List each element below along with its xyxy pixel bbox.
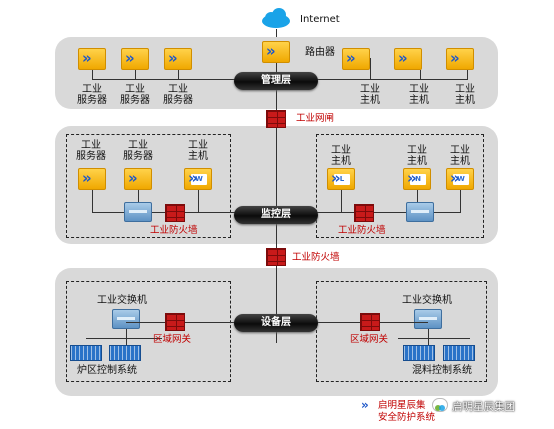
device-right-switch-icon	[414, 309, 442, 329]
device-left-hline	[126, 322, 277, 323]
monitor-host-icon-2: N	[403, 168, 431, 190]
monitor-host-icon-left: W	[184, 168, 212, 190]
device-left-zone	[66, 281, 231, 382]
monitor-host-icon-linux: L	[327, 168, 355, 190]
device-right-gateway-label: 区域网关	[350, 334, 389, 345]
mgmt-server-drop-1	[92, 70, 93, 80]
monitor-left-label-3: 工业 主机	[188, 140, 208, 162]
mixing-plc-icon-1	[403, 345, 435, 361]
mgmt-server-icon-3	[164, 48, 192, 70]
furnace-plc-icon-2	[109, 345, 141, 361]
mgmt-host-drop-3	[467, 70, 468, 80]
legend-arrow-icon: »	[361, 398, 369, 412]
monitor-right-zone	[316, 134, 484, 238]
legend-line-1: 启明星辰集	[378, 400, 426, 411]
monitor-right-link-2	[417, 190, 418, 202]
device-left-switch-icon	[112, 309, 140, 329]
mgmt-server-label-3: 工业 服务器	[163, 84, 193, 106]
industrial-gateway-icon	[266, 110, 286, 128]
mgmt-host-icon-2	[394, 48, 422, 70]
mixing-control-system-label: 混料控制系统	[412, 365, 472, 376]
mgmt-server-icon-1	[78, 48, 106, 70]
device-right-plc-hline	[398, 338, 470, 339]
furnace-control-system-label: 炉区控制系统	[77, 365, 137, 376]
mgmt-host-icon-1	[342, 48, 370, 70]
monitor-left-firewall-icon	[165, 204, 185, 222]
device-right-switch-label: 工业交换机	[402, 295, 452, 306]
mgmt-host-drop-1	[370, 58, 371, 80]
legend-line-2: 安全防护系统	[378, 412, 436, 423]
windows-badge-icon-2: W	[453, 174, 469, 185]
monitor-right-label-1: 工业 主机	[331, 145, 351, 167]
middle-firewall-label: 工业防火墙	[292, 252, 340, 263]
mgmt-host-drop-2	[420, 70, 421, 80]
mgmt-server-drop-3	[178, 70, 179, 80]
mixing-plc-icon-2	[443, 345, 475, 361]
device-left-plc-hline	[86, 338, 162, 339]
monitor-left-link-1	[92, 190, 93, 212]
monitor-left-firewall-label: 工业防火墙	[150, 225, 198, 236]
watermark-text: 启明星辰集团	[452, 401, 515, 413]
mgmt-server-label-1: 工业 服务器	[77, 84, 107, 106]
monitor-right-link-1	[341, 190, 342, 212]
windows-badge-icon: W	[191, 174, 207, 185]
monitor-left-label-2: 工业 服务器	[123, 140, 153, 162]
furnace-plc-icon-1	[70, 345, 102, 361]
internet-label: Internet	[300, 14, 340, 25]
app-badge-icon: N	[410, 174, 426, 185]
internet-link	[276, 29, 277, 43]
mgmt-host-label-2: 工业 主机	[409, 84, 429, 106]
monitor-right-firewall-icon	[354, 204, 374, 222]
monitor-right-link-3	[460, 190, 461, 212]
mgmt-host-icon-3	[446, 48, 474, 70]
mgmt-server-drop-2	[135, 70, 136, 80]
device-left-switch-label: 工业交换机	[97, 295, 147, 306]
linux-badge-icon: L	[334, 174, 350, 185]
router-icon	[262, 41, 290, 63]
industrial-gateway-label: 工业网闸	[296, 113, 335, 124]
device-right-drop	[428, 329, 429, 345]
management-layer-bus: 管理层	[234, 72, 318, 90]
monitor-left-switch-icon	[124, 202, 152, 222]
monitor-layer-bus: 监控层	[234, 206, 318, 224]
monitor-left-label-1: 工业 服务器	[76, 140, 106, 162]
monitor-right-label-3: 工业 主机	[450, 145, 470, 167]
monitor-host-icon-3: W	[446, 168, 474, 190]
device-left-drop	[126, 329, 127, 345]
device-right-hline	[277, 322, 428, 323]
monitor-server-icon-1	[78, 168, 106, 190]
mgmt-server-label-2: 工业 服务器	[120, 84, 150, 106]
mgmt-host-label-1: 工业 主机	[360, 84, 380, 106]
monitor-right-switch-icon	[406, 202, 434, 222]
mgmt-host-label-3: 工业 主机	[455, 84, 475, 106]
monitor-left-link-2	[138, 190, 139, 202]
device-layer-bus: 设备层	[234, 314, 318, 332]
device-left-gateway-icon	[165, 313, 185, 331]
device-right-gateway-icon	[360, 313, 380, 331]
monitor-server-icon-2	[124, 168, 152, 190]
trunk-line	[276, 43, 277, 343]
router-label: 路由器	[305, 47, 335, 58]
device-left-gateway-label: 区域网关	[153, 334, 192, 345]
middle-firewall-icon	[266, 248, 286, 266]
monitor-right-firewall-label: 工业防火墙	[338, 225, 386, 236]
internet-cloud-icon	[259, 7, 293, 29]
monitor-right-label-2: 工业 主机	[407, 145, 427, 167]
monitor-left-link-3	[198, 190, 199, 212]
monitor-left-zone	[66, 134, 231, 238]
device-right-zone	[316, 281, 487, 382]
mgmt-server-icon-2	[121, 48, 149, 70]
watermark-logo-icon	[432, 398, 448, 412]
